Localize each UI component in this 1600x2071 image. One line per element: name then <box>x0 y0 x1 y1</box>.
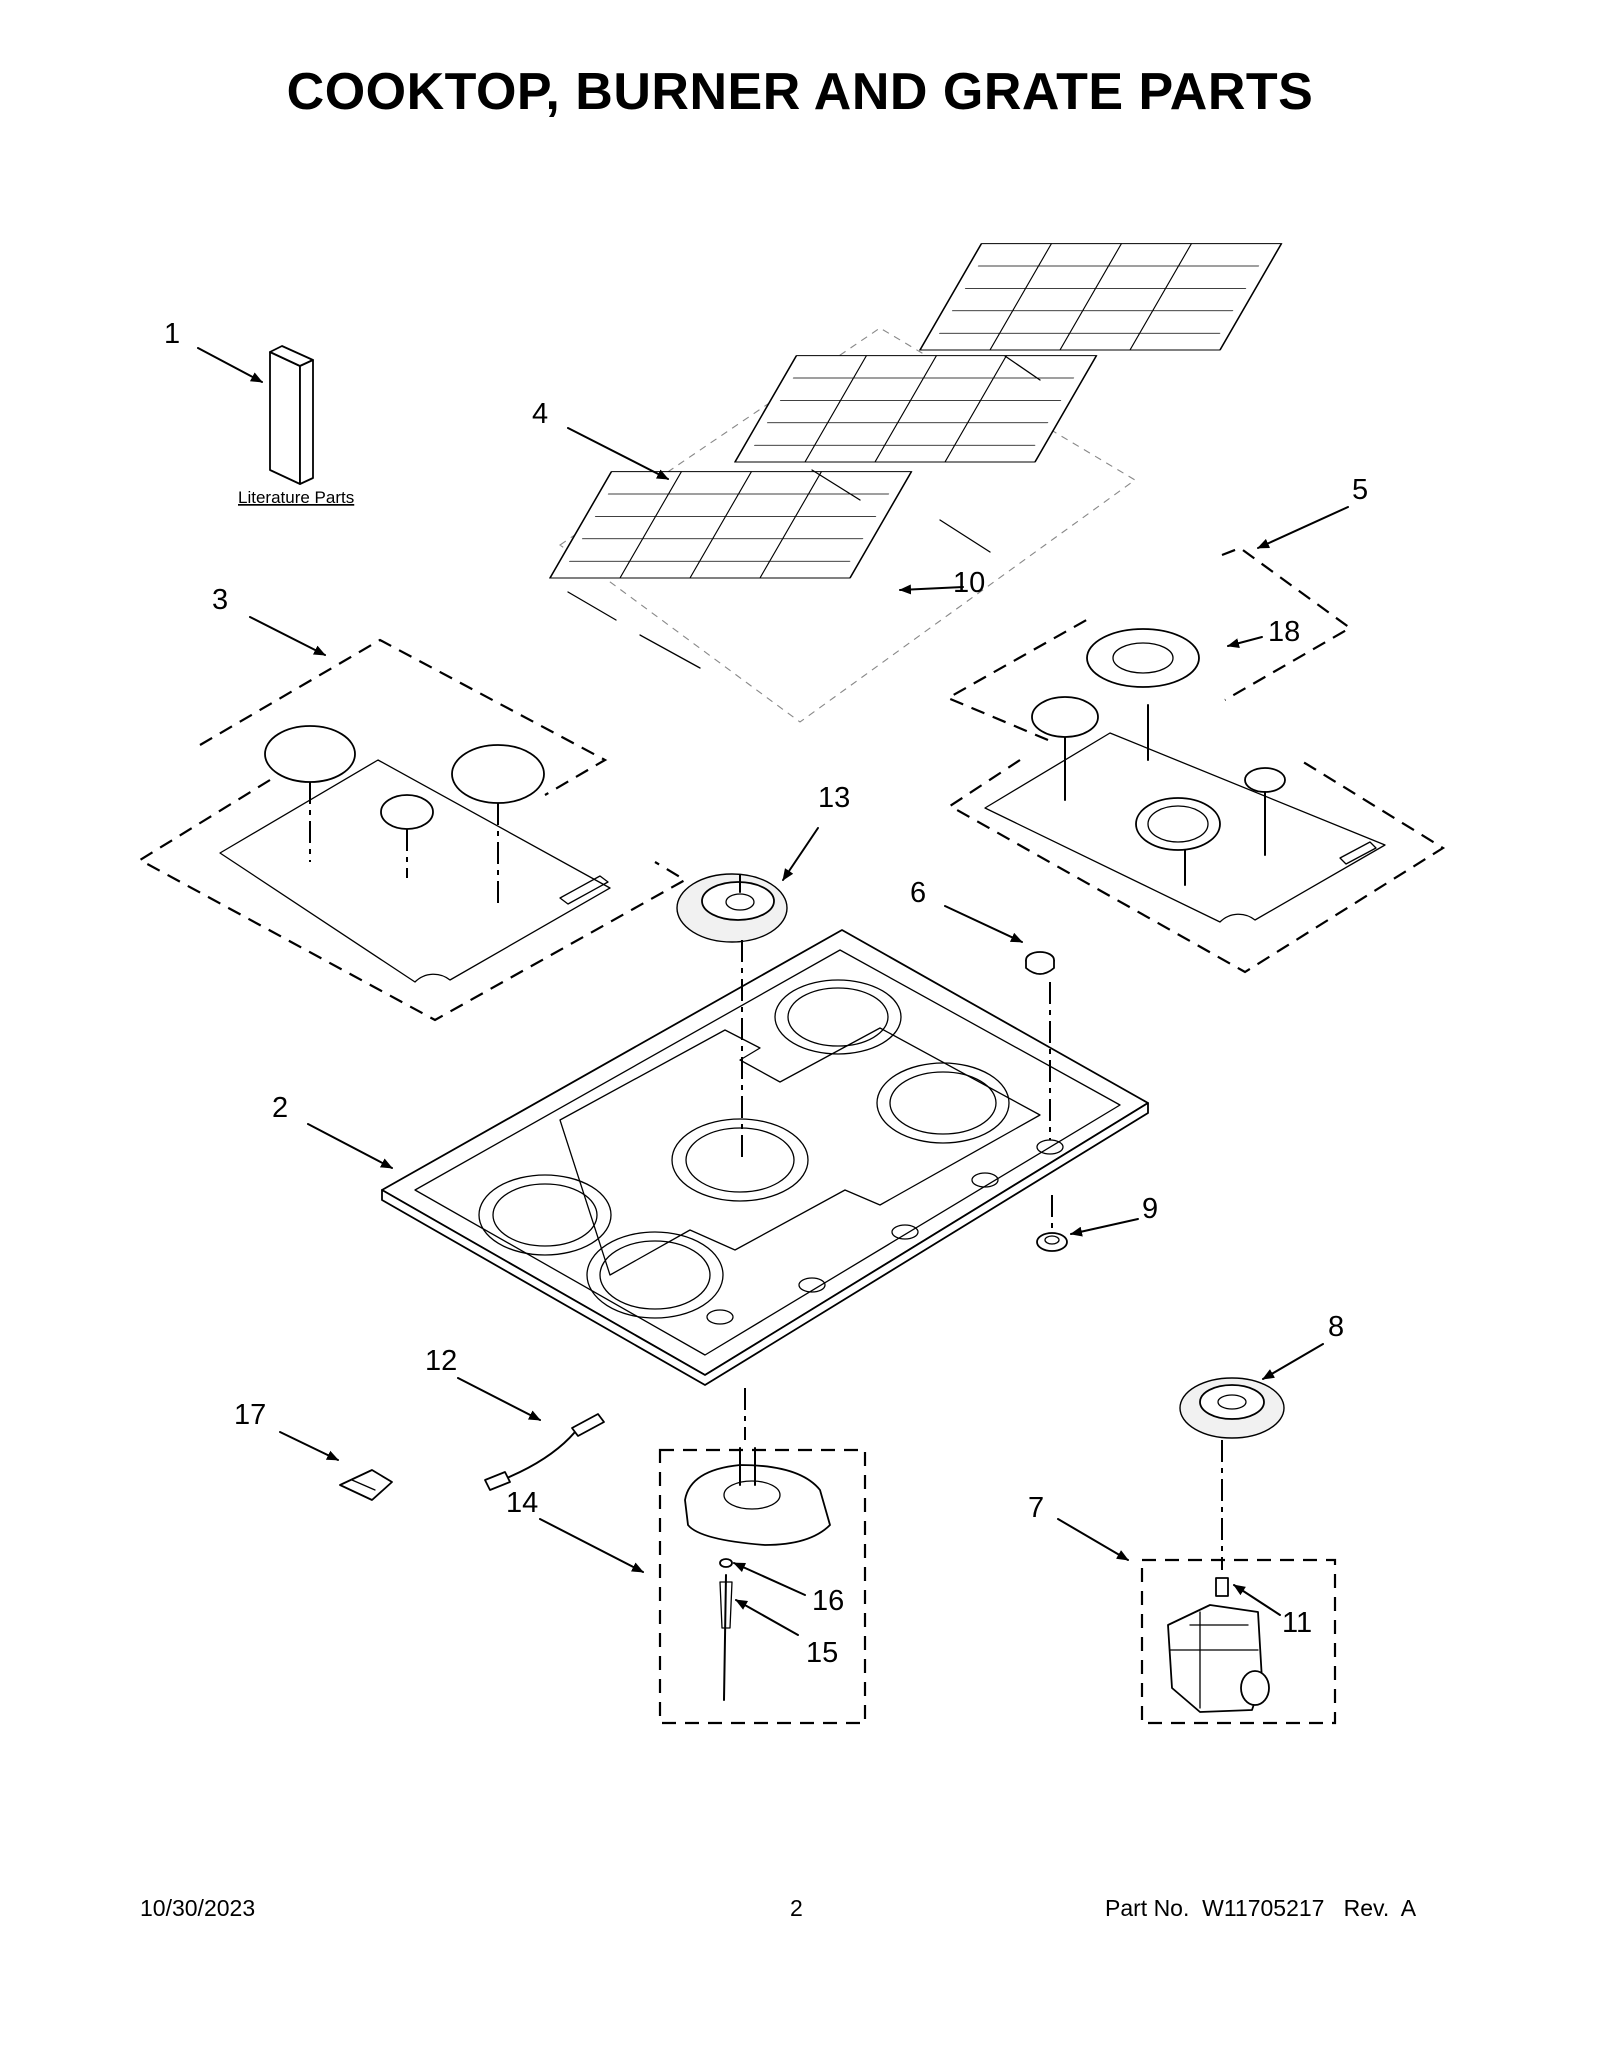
callout-1: 1 <box>164 318 180 350</box>
callout-labels: 1 2 3 4 5 6 7 8 9 10 11 12 13 14 15 16 1… <box>164 318 1368 1669</box>
clip-17 <box>339 1469 393 1501</box>
callout-14: 14 <box>506 1487 538 1519</box>
literature-parts-label: Literature Parts <box>238 488 354 507</box>
callout-6: 6 <box>910 877 926 909</box>
right-burner-caps-group <box>945 546 1446 974</box>
callout-8: 8 <box>1328 1311 1344 1343</box>
burner-grates <box>549 243 1283 723</box>
callout-2: 2 <box>272 1092 288 1124</box>
burner-base-13 <box>676 873 788 943</box>
burner-assembly-14 <box>658 1447 867 1725</box>
page-title: COOKTOP, BURNER AND GRATE PARTS <box>286 63 1314 121</box>
callout-7: 7 <box>1028 1492 1044 1524</box>
callout-16: 16 <box>812 1585 844 1617</box>
igniter-12 <box>484 1413 605 1491</box>
callout-18: 18 <box>1268 616 1300 648</box>
callout-10: 10 <box>953 567 985 599</box>
burner-base-8 <box>1179 1377 1285 1570</box>
callout-11: 11 <box>1282 1607 1312 1639</box>
valve-assembly-7 <box>1140 1558 1337 1725</box>
leader-arrows <box>197 347 1349 1636</box>
callout-17: 17 <box>234 1399 266 1431</box>
literature-parts: Literature Parts <box>238 345 354 507</box>
callout-5: 5 <box>1352 474 1368 506</box>
callout-15: 15 <box>806 1637 838 1669</box>
grommet-9 <box>1036 1195 1068 1252</box>
cap-part-6 <box>1025 951 1055 975</box>
callout-3: 3 <box>212 584 228 616</box>
cooktop-main <box>381 929 1149 1440</box>
callout-9: 9 <box>1142 1193 1158 1225</box>
callout-12: 12 <box>425 1345 457 1377</box>
callout-4: 4 <box>532 398 548 430</box>
footer-page-number: 2 <box>790 1895 803 1921</box>
callout-13: 13 <box>818 782 850 814</box>
footer-part-number: Part No. W11705217 Rev. A <box>1105 1895 1417 1921</box>
left-burner-caps-group <box>137 638 688 1022</box>
footer-date: 10/30/2023 <box>140 1895 256 1921</box>
